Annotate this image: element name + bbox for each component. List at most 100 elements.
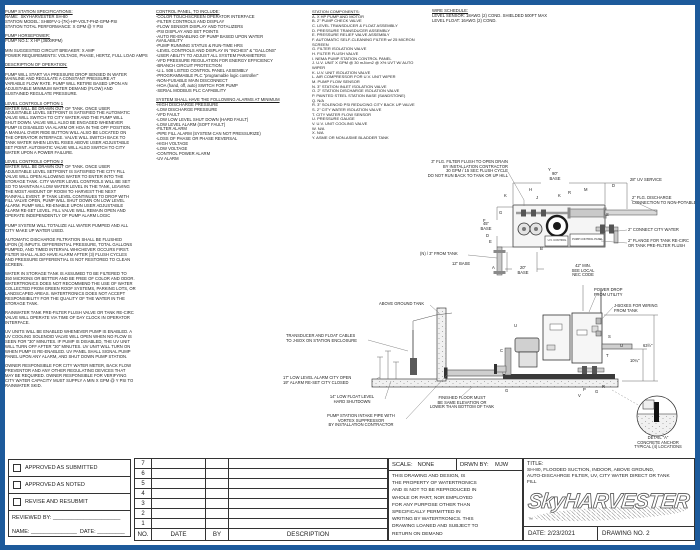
revision-header-row: NO. DATE BY DESCRIPTION [135, 529, 387, 540]
revision-date-cell [152, 489, 206, 498]
logo-text: SkyHARVESTER [526, 490, 691, 514]
approval-option-label: REVISE AND RESUBMIT [25, 499, 88, 505]
component-letter: F [483, 218, 486, 223]
component-letter: M [584, 187, 588, 192]
scale-label: SCALE: NONE [389, 459, 457, 470]
spec-section: STATION COMPONENTS:A. X HP PUMP AND MOTO… [312, 9, 415, 141]
revision-row: 7 [135, 459, 387, 469]
diagram-label: TRANSDUCER AND FLOAT CABLES TO J-BOX ON … [286, 333, 357, 343]
revision-date-cell [152, 479, 206, 488]
revision-number-cell: 1 [135, 519, 152, 528]
checkbox [13, 481, 21, 489]
diagram-label: 90" BASE [549, 171, 561, 181]
diagram-label: POWER DROP FROM UTILITY [594, 287, 623, 297]
component-letter: H [529, 187, 533, 192]
component-letter: S [608, 334, 611, 339]
diagram-label: 12" BASE [452, 261, 471, 266]
revision-by-cell [206, 459, 229, 468]
revision-by-cell [206, 489, 229, 498]
component-letter: D [612, 183, 616, 188]
component-letter: U [620, 343, 624, 348]
leader-lines [367, 171, 658, 420]
spec-section: PUMP SYSTEM WILL TOTALIZE ALL WATER PUMP… [5, 222, 129, 233]
revision-header-by: BY [206, 529, 229, 540]
component-letter: K [504, 193, 507, 198]
approval-box: APPROVED AS SUBMITTED APPROVED AS NOTED … [8, 459, 131, 537]
diagram-label: PUMP CONTROL PANEL [572, 238, 603, 241]
diagram-label: 28" UV SERVICE [630, 177, 662, 182]
station-elevation [494, 290, 658, 382]
approval-option-label: APPROVED AS NOTED [25, 482, 85, 488]
spec-section: PUMP HORSEPOWER:PUMP NO.1: X HP (3600RPM… [5, 33, 63, 44]
component-letter: D [486, 233, 490, 238]
diagram-label: DETAIL "A" CONCRETE ANCHOR TYPICAL (4) L… [634, 435, 682, 450]
diagram-label: ABOVE GROUND TANK [379, 301, 425, 306]
diagram-label: 2" FLG. DISCHARGE CONNECTION TO NON-POTA… [632, 195, 697, 205]
revision-description-cell [229, 459, 387, 468]
revision-date-cell [152, 519, 206, 528]
spec-section: RAINWATER TANK PRE-FILTER FLUSH VALVE OR… [5, 310, 134, 325]
spec-section: PUMP WILL START VIA PRESSURE DROP SENSED… [5, 71, 128, 97]
diagram-label: PUMP STATION INTAKE PIPE WITH VORTEX SUP… [327, 413, 395, 428]
title-area: TITLE: SH-80, FLOODED SUCTION, INDOOR, A… [523, 458, 695, 541]
component-letter: R [602, 384, 606, 389]
revision-by-cell [206, 519, 229, 528]
scale-block: SCALE: NONE DRWN BY: MJW THIS DRAWING AN… [388, 458, 523, 541]
diagram-label: 17" LOW LEVEL ALARM CITY OPEN 19" ALARM … [283, 375, 352, 385]
revision-row: 1 [135, 519, 387, 529]
revision-date-cell [152, 469, 206, 478]
diagram-label: 14" LOW FLOAT LEVEL HARD SHUTDOWN [329, 394, 375, 404]
checkbox [13, 464, 21, 472]
component-letter: G [505, 388, 509, 393]
spec-section: WATER IN STORAGE TANK IS ASSUMED TO BE F… [5, 271, 136, 306]
component-letter: T [606, 353, 609, 358]
revision-row: 5 [135, 479, 387, 489]
revision-by-cell [206, 509, 229, 518]
approval-option: APPROVED AS SUBMITTED [9, 460, 130, 477]
component-letter: Y [548, 167, 551, 172]
component-letter: J [536, 195, 539, 200]
spec-section: UV UNITS WILL BE ENABLED WHENEVER PUMP I… [5, 329, 133, 359]
tank-elevation [371, 307, 619, 388]
revision-row: 6 [135, 469, 387, 479]
spec-section: OWNER RESPONSIBLE FOR CITY WATER METER, … [5, 363, 134, 389]
component-letter: E [489, 239, 492, 244]
approval-option: APPROVED AS NOTED [9, 477, 130, 494]
diagram-label: 45" BASE [480, 221, 492, 231]
revision-number-cell: 3 [135, 499, 152, 508]
diagram-label: 63½" [643, 343, 653, 348]
component-letter: R [568, 190, 572, 195]
diagram-label: 2" CONNECT CITY WATER [628, 227, 679, 232]
revision-description-cell [229, 469, 387, 478]
diagram-label: FINISHED FLOOR MUST BE SAME ELEVATION OR… [429, 395, 495, 410]
component-letter: A [492, 265, 495, 270]
spec-section: MIN SUGGESTED CIRCUIT BREAKER: X AMP POW… [5, 47, 148, 58]
component-letter: P [583, 387, 586, 392]
diagram-label: U.V. CONTROL [547, 239, 567, 242]
revision-description-cell [229, 499, 387, 508]
revision-number-cell: 5 [135, 479, 152, 488]
component-letter: G [595, 389, 599, 394]
components-column: STATION COMPONENTS:A. X HP PUMP AND MOTO… [312, 9, 424, 145]
spec-section: SYSTEM SHALL HAVE THE FOLLOWING ALARMS A… [156, 97, 280, 161]
revision-date-cell [152, 459, 206, 468]
skyharvester-logo: SkyHARVESTER™ [526, 490, 692, 526]
revision-number-cell: 7 [135, 459, 152, 468]
revision-header-date: DATE [152, 529, 206, 540]
diagram-label: (N) / 3" FROM TANK [420, 251, 458, 256]
revision-by-cell [206, 479, 229, 488]
approval-option-label: APPROVED AS SUBMITTED [25, 465, 98, 471]
date-label: DATE: 2/23/2021 [524, 527, 598, 540]
diagram-label: J-BOXES FOR WIRING FROM TANK [614, 303, 658, 313]
plan-view [493, 182, 658, 311]
spec-section: DESCRIPTION OF OPERATION: [5, 62, 68, 68]
component-letter: K [558, 193, 561, 198]
revision-number-cell: 2 [135, 509, 152, 518]
revision-date-cell [152, 499, 206, 508]
component-letter: V [578, 393, 581, 398]
diagram-label: 20" BASE [517, 265, 529, 275]
component-letter: G [499, 210, 503, 215]
